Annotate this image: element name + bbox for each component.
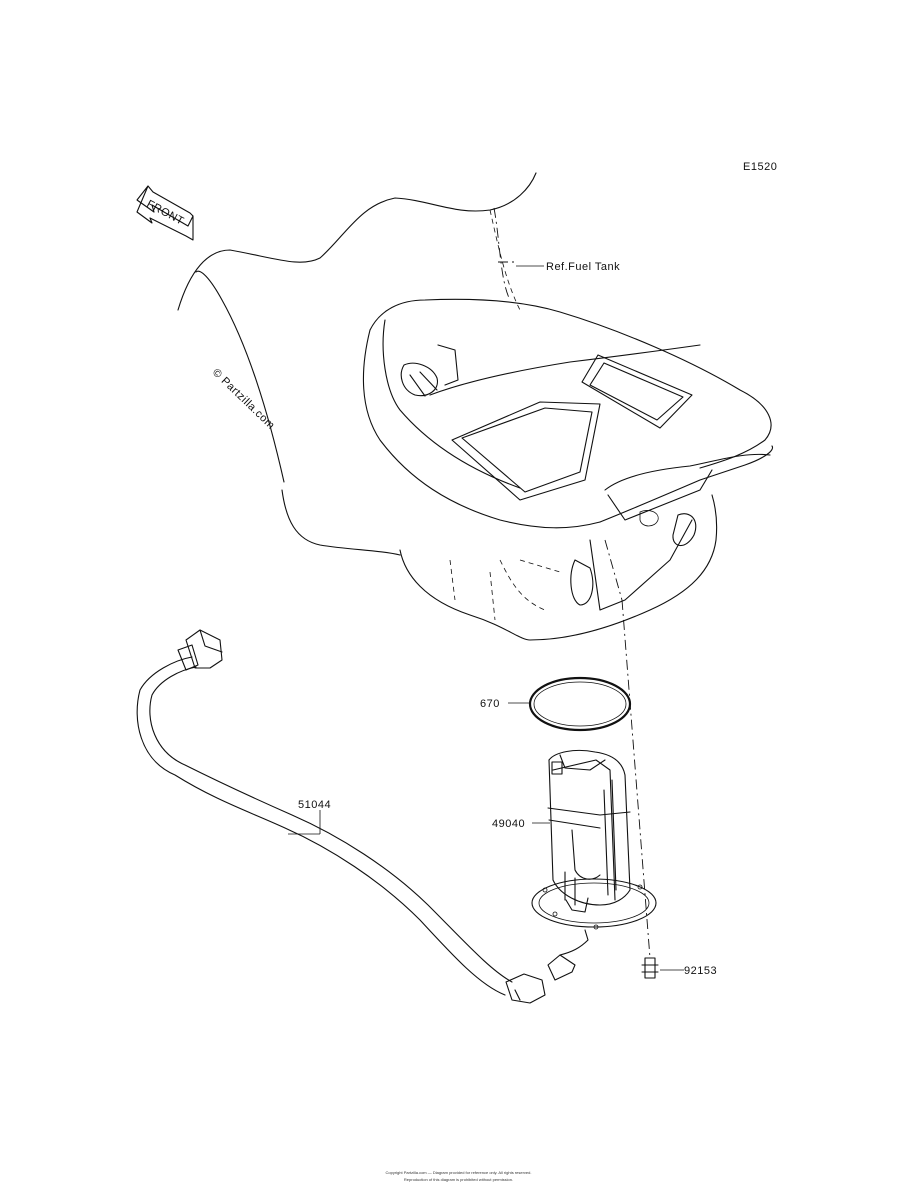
bolt-part: 92153 (641, 957, 717, 979)
fuel-pump-part: 49040 (492, 749, 657, 956)
fuel-hose-part: 51044 (136, 629, 576, 1004)
ref-fuel-tank-label: Ref.Fuel Tank (546, 261, 620, 273)
part-92153-label: 92153 (684, 965, 717, 977)
part-670-label: 670 (480, 698, 500, 710)
diagram-code: E1520 (743, 161, 777, 173)
part-51044-label: 51044 (298, 799, 331, 811)
watermark: © Partzilla.com (210, 367, 277, 432)
front-label: FRONT (145, 198, 186, 228)
gasket-part: 670 (480, 676, 632, 732)
fuel-tank (362, 207, 774, 641)
footer-line-2: Reproduction of this diagram is prohibit… (403, 1177, 514, 1182)
fuel-tank-cover (177, 172, 537, 556)
footer-line-1: Copyright Partzilla.com — Diagram provid… (385, 1170, 532, 1175)
tank-axis-line (604, 539, 623, 601)
part-49040-label: 49040 (492, 818, 525, 830)
bolt-axis-line (621, 599, 651, 959)
front-arrow-icon: FRONT (136, 185, 194, 241)
